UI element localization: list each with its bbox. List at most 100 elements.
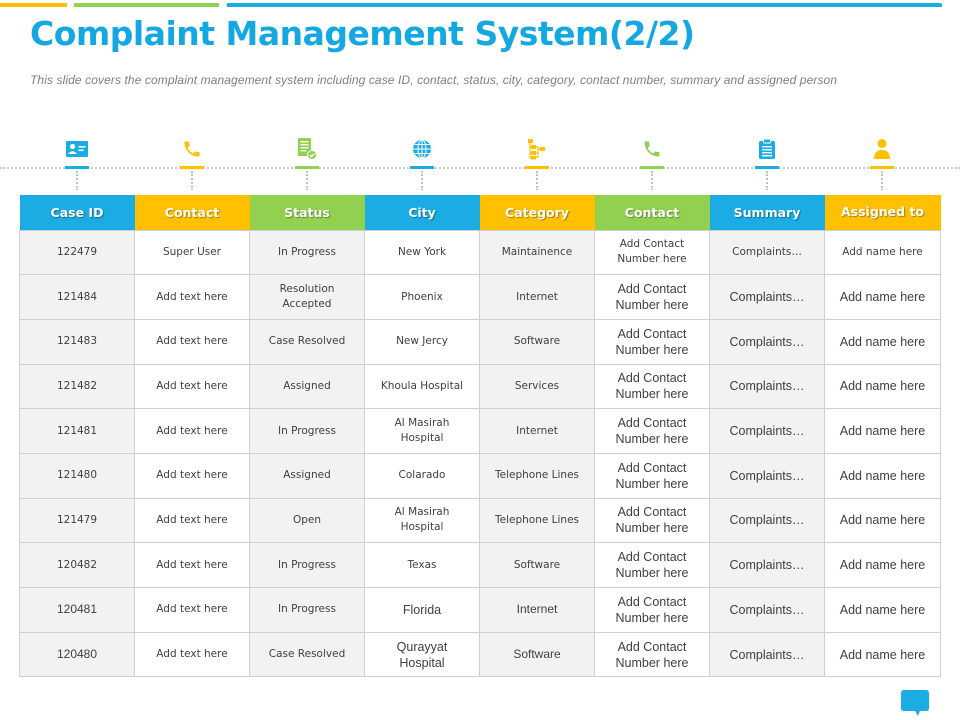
table-row: 120481 Add text here In Progress Florida…: [19, 587, 941, 633]
cell-contact[interactable]: Add text here: [134, 497, 250, 544]
cell-city[interactable]: New York: [364, 229, 480, 276]
cell-assigned-to[interactable]: Add name here: [824, 542, 941, 588]
cell-assigned-to[interactable]: Add name here: [824, 363, 941, 410]
cell-category[interactable]: Software: [479, 631, 595, 678]
cell-contact[interactable]: Add text here: [134, 274, 250, 320]
cell-assigned-to[interactable]: Add name here: [824, 229, 941, 276]
cell-contact[interactable]: Add text here: [134, 587, 250, 633]
cell-status[interactable]: In Progress: [249, 408, 365, 454]
cell-status[interactable]: In Progress: [249, 229, 365, 276]
cell-status[interactable]: In Progress: [249, 542, 365, 588]
cell-contact-number[interactable]: Add Contact Number here: [594, 452, 710, 499]
cell-case-id[interactable]: 121479: [19, 497, 135, 544]
cell-status[interactable]: Case Resolved: [249, 318, 365, 365]
cell-case-id[interactable]: 121484: [19, 274, 135, 320]
cell-category[interactable]: Telephone Lines: [479, 497, 595, 544]
cell-city[interactable]: Colarado: [364, 452, 480, 499]
cell-category[interactable]: Internet: [479, 274, 595, 320]
cell-case-id[interactable]: 121482: [19, 363, 135, 410]
cell-case-id[interactable]: 121483: [19, 318, 135, 365]
header-status[interactable]: Status: [249, 195, 365, 230]
cell-city[interactable]: New Jercy: [364, 318, 480, 365]
cell-category[interactable]: Telephone Lines: [479, 452, 595, 499]
cell-summary[interactable]: Complaints…: [709, 318, 825, 365]
cell-category[interactable]: Internet: [479, 408, 595, 454]
cell-assigned-to[interactable]: Add name here: [824, 631, 941, 678]
clipboard-icon: [756, 138, 778, 160]
cell-status[interactable]: Open: [249, 497, 365, 544]
cell-city[interactable]: Florida: [364, 587, 480, 633]
cell-contact[interactable]: Add text here: [134, 631, 250, 678]
cell-contact-number[interactable]: Add Contact Number here: [594, 542, 710, 588]
cell-contact[interactable]: Super User: [134, 229, 250, 276]
cell-contact-number[interactable]: Add Contact Number here: [594, 587, 710, 633]
cell-summary[interactable]: Complaints…: [709, 229, 825, 276]
header-city[interactable]: City: [364, 195, 480, 230]
header-case-id[interactable]: Case ID: [19, 195, 135, 230]
cell-category[interactable]: Services: [479, 363, 595, 410]
header-contact-number[interactable]: Contact: [594, 195, 710, 230]
cell-summary[interactable]: Complaints…: [709, 497, 825, 544]
cell-category[interactable]: Maintainence: [479, 229, 595, 276]
cell-case-id[interactable]: 120482: [19, 542, 135, 588]
cell-assigned-to[interactable]: Add name here: [824, 587, 941, 633]
cell-status[interactable]: Resolution Accepted: [249, 274, 365, 320]
marker-connector: [535, 171, 538, 191]
cell-contact[interactable]: Add text here: [134, 318, 250, 365]
cell-city[interactable]: Al Masirah Hospital: [364, 408, 480, 454]
cell-contact[interactable]: Add text here: [134, 363, 250, 410]
cell-assigned-to[interactable]: Add name here: [824, 408, 941, 454]
cell-city[interactable]: Al Masirah Hospital: [364, 497, 480, 544]
cell-contact-number[interactable]: Add Contact Number here: [594, 497, 710, 544]
cell-summary[interactable]: Complaints…: [709, 631, 825, 678]
cell-status[interactable]: In Progress: [249, 587, 365, 633]
cell-status[interactable]: Case Resolved: [249, 631, 365, 678]
accent-bar-yellow: [0, 3, 67, 7]
cell-category[interactable]: Software: [479, 542, 595, 588]
cell-assigned-to[interactable]: Add name here: [824, 318, 941, 365]
table-row: 121484 Add text here Resolution Accepted…: [19, 274, 941, 320]
cell-contact-number[interactable]: Add Contact Number here: [594, 631, 710, 678]
column-marker-case-id: [19, 138, 134, 198]
cell-contact[interactable]: Add text here: [134, 408, 250, 454]
page-subtitle: This slide covers the complaint manageme…: [30, 73, 838, 87]
cell-contact-number[interactable]: Add Contact Number here: [594, 318, 710, 365]
cell-city[interactable]: Texas: [364, 542, 480, 588]
header-category[interactable]: Category: [479, 195, 595, 230]
cell-category[interactable]: Software: [479, 318, 595, 365]
cell-status[interactable]: Assigned: [249, 363, 365, 410]
phone-icon: [641, 138, 663, 160]
cell-case-id[interactable]: 121481: [19, 408, 135, 454]
cell-summary[interactable]: Complaints…: [709, 587, 825, 633]
cell-case-id[interactable]: 121480: [19, 452, 135, 499]
cell-status[interactable]: Assigned: [249, 452, 365, 499]
header-summary[interactable]: Summary: [709, 195, 825, 230]
cell-city[interactable]: Phoenix: [364, 274, 480, 320]
cell-city[interactable]: Qurayyat Hospital: [364, 631, 480, 678]
cell-contact-number[interactable]: Add Contact Number here: [594, 274, 710, 320]
cell-summary[interactable]: Complaints…: [709, 542, 825, 588]
header-contact[interactable]: Contact: [134, 195, 250, 230]
cell-contact-number[interactable]: Add Contact Number here: [594, 408, 710, 454]
cell-assigned-to[interactable]: Add name here: [824, 452, 941, 499]
cell-contact[interactable]: Add text here: [134, 542, 250, 588]
cell-contact-number[interactable]: Add Contact Number here: [594, 229, 710, 276]
cell-summary[interactable]: Complaints…: [709, 408, 825, 454]
column-marker-city: [364, 138, 479, 198]
header-assigned-to[interactable]: Assigned to: [824, 195, 941, 230]
cell-summary[interactable]: Complaints…: [709, 452, 825, 499]
column-marker-assigned-to: [824, 138, 939, 198]
cell-summary[interactable]: Complaints…: [709, 363, 825, 410]
chat-bubble-icon[interactable]: [901, 690, 929, 717]
cell-assigned-to[interactable]: Add name here: [824, 497, 941, 544]
cell-city[interactable]: Khoula Hospital: [364, 363, 480, 410]
cell-contact[interactable]: Add text here: [134, 452, 250, 499]
cell-summary[interactable]: Complaints…: [709, 274, 825, 320]
cell-category[interactable]: Internet: [479, 587, 595, 633]
cell-assigned-to[interactable]: Add name here: [824, 274, 941, 320]
cell-contact-number[interactable]: Add Contact Number here: [594, 363, 710, 410]
marker-dash: [64, 166, 89, 169]
cell-case-id[interactable]: 120480: [19, 631, 135, 678]
cell-case-id[interactable]: 122479: [19, 229, 135, 276]
cell-case-id[interactable]: 120481: [19, 587, 135, 633]
